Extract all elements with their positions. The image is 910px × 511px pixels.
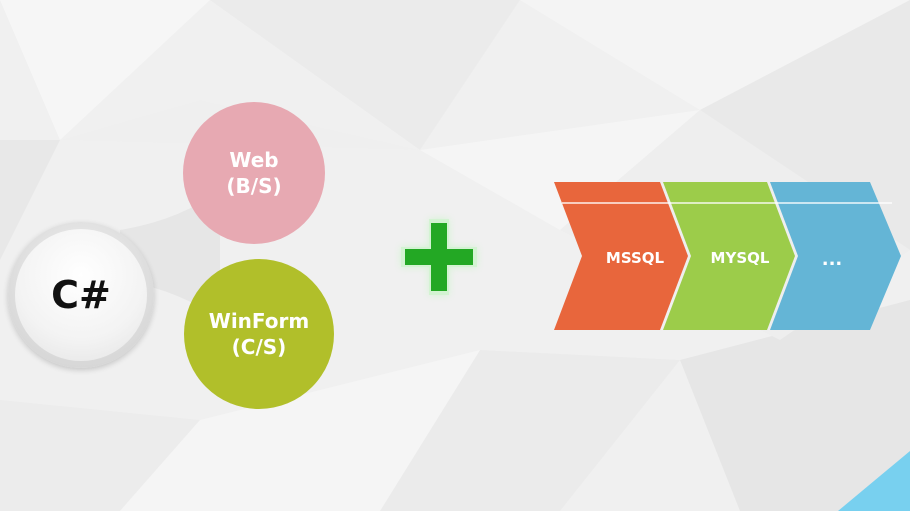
branch-node-winform: WinForm (C/S) [184,259,334,409]
chevron-more [770,182,901,330]
center-node-label: C# [51,273,111,317]
chevron-mysql-label: MYSQL [710,249,770,267]
database-chevrons [554,182,901,330]
chevron-mssql [554,182,688,330]
chevron-more-label: ... [821,249,843,270]
chevron-mssql-label: MSSQL [605,249,665,267]
chevron-mysql [663,182,795,330]
branch-node-web: Web (B/S) [183,102,325,244]
branch-winform-line1: WinForm [208,309,310,333]
center-node-csharp: C# [15,229,147,361]
branch-web-line2: (B/S) [226,174,282,198]
corner-accent [838,451,910,511]
branch-web-line1: Web [229,148,279,172]
branch-winform-line2: (C/S) [231,335,287,359]
branch-connector [120,190,220,320]
plus-icon [401,219,477,295]
